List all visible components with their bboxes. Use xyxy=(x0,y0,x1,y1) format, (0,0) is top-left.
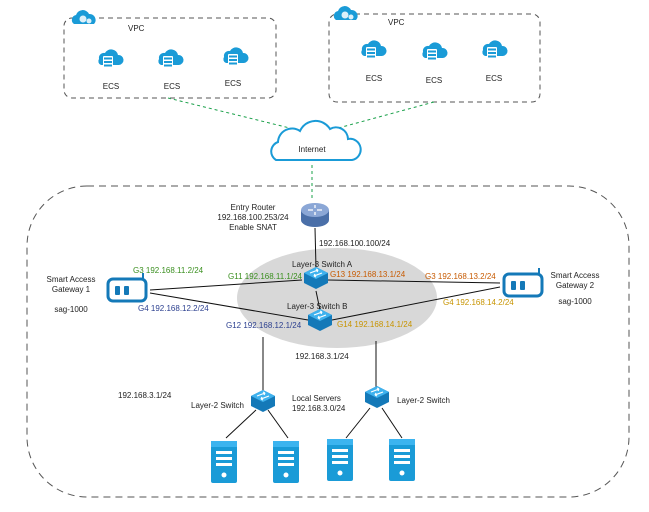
switch-icon xyxy=(364,385,390,409)
vpc-right-box xyxy=(328,13,541,103)
ecs-label: ECS xyxy=(225,79,241,88)
server-tower-icon xyxy=(389,439,415,481)
vpc-right-title: VPC xyxy=(388,18,405,27)
gateway-1-g4: G4 192.168.12.2/24 xyxy=(138,304,209,313)
internet-cloud-icon xyxy=(270,119,362,161)
link-gw1-switch-b xyxy=(149,292,309,321)
switch-b-g14: G14 192.168.14.1/24 xyxy=(337,320,413,329)
ecs-server-icon xyxy=(361,40,387,59)
link-switch-a-gw2 xyxy=(327,279,501,284)
ecs-server-icon xyxy=(482,40,508,59)
ecs-label: ECS xyxy=(366,74,382,83)
smart-access-gateway-icon xyxy=(502,266,544,298)
server-tower-icon xyxy=(211,441,237,483)
ecs-label: ECS xyxy=(103,82,119,91)
gateway-1-name-line2: Gateway 1 xyxy=(52,285,91,294)
gateway-2-g3: G3 192.168.13.2/24 xyxy=(425,272,496,281)
vpc-left-title: VPC xyxy=(128,24,145,33)
gateway-1-name-line1: Smart Access xyxy=(47,275,96,284)
link-l2-right-server-4 xyxy=(381,407,403,439)
entry-router-note: Enable SNAT xyxy=(229,223,277,232)
switch-a-g11: G11 192.168.11.1/24 xyxy=(228,272,303,281)
link-vpc-left-internet xyxy=(167,97,311,134)
l2-switch-left-label: Layer-2 Switch xyxy=(191,401,244,410)
gateway-1-id: sag-1000 xyxy=(54,305,88,314)
ecs-server-icon xyxy=(158,49,184,68)
switch-a-g13: G13 192.168.13.1/24 xyxy=(330,270,406,279)
smart-access-gateway-icon xyxy=(106,271,148,303)
link-l2-right-server-3 xyxy=(345,407,371,439)
switch-a-label: Layer-3 Switch A xyxy=(292,260,353,269)
cloud-icon xyxy=(71,10,96,24)
link-router-switch-a xyxy=(314,227,317,269)
switch-icon xyxy=(250,389,276,413)
gateway-2-name-line1: Smart Access xyxy=(551,271,600,280)
cloud-icon xyxy=(333,6,358,20)
server-tower-icon xyxy=(327,439,353,481)
lan-boundary xyxy=(26,185,630,498)
local-servers-net: 192.168.3.0/24 xyxy=(292,404,346,413)
link-l2-left-server-2 xyxy=(267,409,289,439)
link-l2-left-server-1 xyxy=(225,409,257,439)
switch-b-g12: G12 192.168.12.1/24 xyxy=(226,321,302,330)
entry-router-uplink-ip: 192.168.100.100/24 xyxy=(319,239,391,248)
ecs-label: ECS xyxy=(426,76,442,85)
gateway-2-name-line2: Gateway 2 xyxy=(556,281,595,290)
router-icon xyxy=(301,203,329,227)
lan-left-ip: 192.168.3.1/24 xyxy=(118,391,172,400)
switch-b-label: Layer-3 Switch B xyxy=(287,302,347,311)
core-switch-ellipse xyxy=(237,248,437,348)
local-servers-label: Local Servers xyxy=(292,394,341,403)
ecs-server-icon xyxy=(98,49,124,68)
lan-center-ip: 192.168.3.1/24 xyxy=(295,352,349,361)
gateway-2-id: sag-1000 xyxy=(558,297,592,306)
ecs-server-icon xyxy=(422,42,448,61)
link-switch-a-switch-b xyxy=(315,290,321,311)
gateway-2-g4: G4 192.168.14.2/24 xyxy=(443,298,514,307)
ecs-label: ECS xyxy=(164,82,180,91)
gateway-1-g3: G3 192.168.11.2/24 xyxy=(133,266,204,275)
internet-label: Internet xyxy=(298,145,326,154)
ecs-label: ECS xyxy=(486,74,502,83)
link-switch-b-gw2 xyxy=(331,286,501,321)
server-tower-icon xyxy=(273,441,299,483)
entry-router-name: Entry Router xyxy=(231,203,276,212)
ecs-server-icon xyxy=(223,47,249,66)
link-gw1-switch-a xyxy=(149,279,303,291)
l2-switch-right-label: Layer-2 Switch xyxy=(397,396,450,405)
entry-router-ip: 192.168.100.253/24 xyxy=(217,213,289,222)
